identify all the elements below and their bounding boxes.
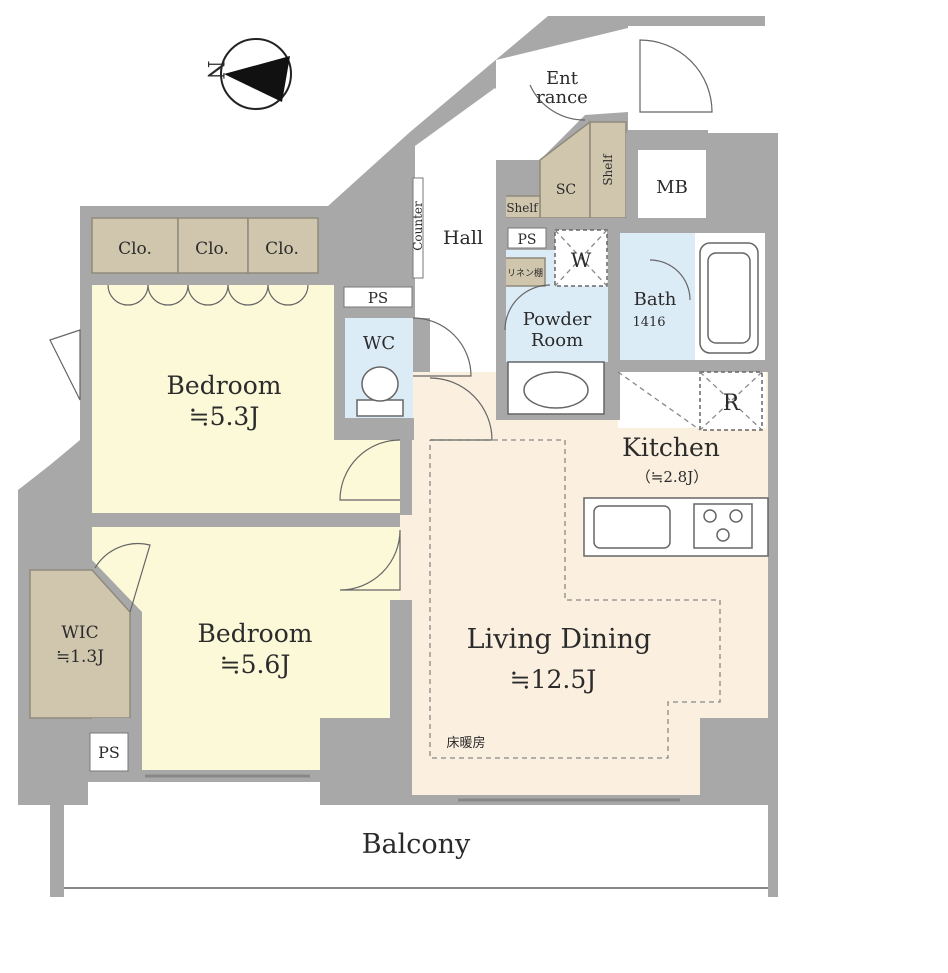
- bedroom1-label: Bedroom: [167, 371, 282, 400]
- wall-hall-east: [496, 160, 506, 372]
- bath-label: Bath: [634, 289, 677, 310]
- bath-door[interactable]: [649, 259, 691, 301]
- balcony-side-wall: [50, 805, 64, 897]
- toilet-icon: [361, 366, 399, 402]
- burner-icon-1: [703, 509, 717, 523]
- sink-icon: [523, 371, 589, 409]
- storage: [29, 120, 627, 719]
- floor-heating-zone: [429, 439, 721, 759]
- closet-door-1: [107, 284, 149, 306]
- closet1-block: [91, 217, 179, 274]
- living-floor: [400, 372, 768, 795]
- ps-bottom-label: PS: [98, 743, 120, 762]
- shelf-upper-label: Shelf: [601, 153, 615, 186]
- entrance-label-2: rance: [536, 87, 588, 108]
- closet-door-5: [267, 284, 309, 306]
- entrance-label-1: Ent: [546, 68, 579, 89]
- closet-door-4: [227, 284, 269, 306]
- room-fills: [64, 28, 768, 890]
- wic-size: ≒1.3J: [56, 647, 104, 667]
- ps-box-bottom: [89, 732, 129, 772]
- powder-label-2: Room: [531, 330, 583, 351]
- wc-label: WC: [363, 333, 395, 354]
- balcony-side-wall-east: [768, 805, 778, 897]
- kitchen-sink-icon: [593, 505, 671, 549]
- linen-block: [504, 257, 546, 287]
- bath-floor: [620, 233, 695, 360]
- hall-floor: [415, 88, 540, 372]
- wall-bedroom2-living: [390, 600, 412, 718]
- wall-shelf-mb: [626, 133, 638, 223]
- burner-icon-3: [716, 528, 730, 542]
- balcony-label: Balcony: [362, 829, 471, 860]
- bedroom1-floor: [92, 285, 334, 513]
- entrance-door[interactable]: [639, 39, 713, 113]
- wall-between-bedrooms: [80, 513, 400, 527]
- floor-heating-label: 床暖房: [446, 735, 485, 751]
- closet-door-3: [187, 284, 229, 306]
- bath-size: 1416: [632, 315, 665, 330]
- powder-label-1: Powder: [523, 309, 592, 330]
- bedroom2-label: Bedroom: [198, 619, 313, 648]
- linen-label: リネン棚: [507, 267, 543, 279]
- kitchen-size: （≒2.8J）: [636, 468, 708, 486]
- living-door[interactable]: [429, 377, 493, 441]
- bedroom2-size: ≒5.6J: [220, 650, 291, 679]
- wall-living-sw: [320, 718, 412, 805]
- closet2-label: Clo.: [195, 239, 229, 259]
- closet3-label: Clo.: [265, 239, 299, 259]
- compass-north-label: N: [202, 60, 227, 79]
- closet3-block: [247, 217, 319, 274]
- mb-area: [638, 150, 706, 218]
- bedroom1-door[interactable]: [339, 439, 401, 501]
- wall-mb-east: [706, 133, 768, 233]
- powder-door[interactable]: [504, 284, 551, 331]
- bedroom2-floor: [92, 527, 400, 770]
- ps-box-top: [343, 286, 413, 308]
- wic-block: [29, 569, 131, 719]
- sc-label: SC: [556, 182, 576, 198]
- entrance-swing: [529, 84, 586, 121]
- washer-label: W: [571, 248, 592, 272]
- ps-box-hall: [507, 227, 547, 249]
- entrance-floor: [496, 28, 628, 160]
- bedroom1-size: ≒5.3J: [189, 402, 260, 431]
- bedroom2-door[interactable]: [339, 529, 401, 591]
- wall-powder-bath: [608, 218, 620, 372]
- wic-door[interactable]: [94, 542, 151, 613]
- compass-icon: [220, 38, 292, 110]
- wall-wc-bottom: [334, 418, 414, 440]
- closet2-block: [177, 217, 249, 274]
- ps-hall-label: PS: [517, 232, 536, 248]
- bathtub-inner: [707, 252, 751, 344]
- kitchen-label: Kitchen: [622, 433, 720, 462]
- wall-living-se: [700, 718, 768, 805]
- bedroom1-floor-ext: [334, 440, 400, 513]
- balcony-floor: [64, 805, 768, 890]
- shelf-lower-label: Shelf: [506, 201, 539, 215]
- closet-door-2: [147, 284, 189, 306]
- wic-label: WIC: [61, 623, 98, 643]
- ps-top-label: PS: [368, 289, 388, 307]
- window-bedroom1: [49, 329, 81, 401]
- wc-door[interactable]: [412, 317, 472, 377]
- washer-cross2: [554, 229, 608, 287]
- counter-diag: [617, 371, 701, 431]
- burner-icon-2: [729, 509, 743, 523]
- closet1-label: Clo.: [118, 239, 152, 259]
- doors: [49, 39, 713, 613]
- living-size: ≒12.5J: [510, 665, 597, 694]
- wall-bedroom-hall: [400, 440, 412, 515]
- hall-label: Hall: [443, 227, 483, 249]
- wall-bedroom1-wc: [334, 285, 345, 440]
- living-label: Living Dining: [467, 624, 652, 655]
- toilet-tank-icon: [356, 399, 404, 417]
- fridge-box: [699, 371, 763, 431]
- counter-label: Counter: [411, 201, 425, 251]
- hall-counter: [412, 177, 424, 279]
- mb-label: MB: [656, 177, 688, 198]
- fridge-label: R: [723, 391, 741, 416]
